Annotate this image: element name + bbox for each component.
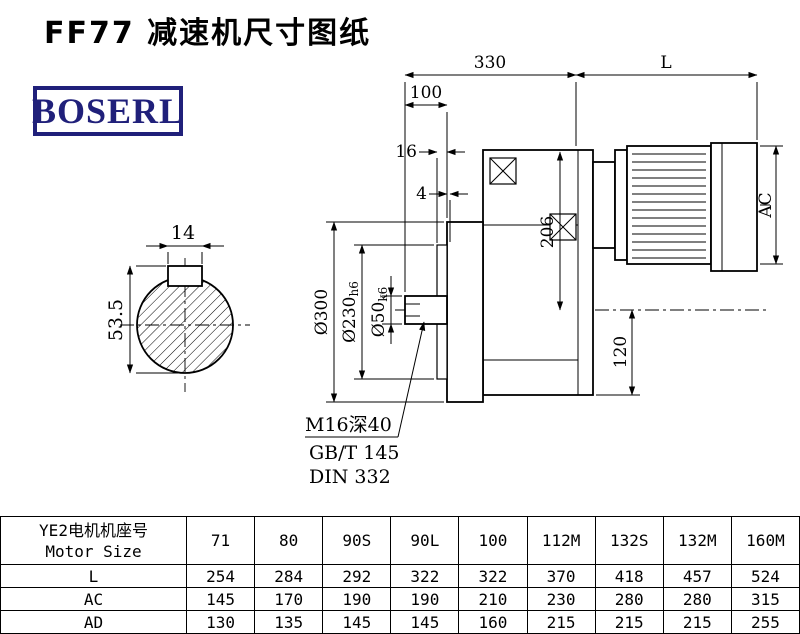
frame-size: 71 xyxy=(185,516,256,565)
dim-dia300: Ø300 xyxy=(312,221,444,403)
table-row-AD: AD 130 135 145 145 160 215 215 215 255 xyxy=(0,610,800,634)
dim-value: 145 xyxy=(185,587,256,611)
key xyxy=(167,265,203,287)
motor-flange xyxy=(614,149,628,261)
frame-size: 160M xyxy=(730,516,800,565)
dim-14-label: 14 xyxy=(171,222,195,244)
dim-120-label: 120 xyxy=(611,336,631,368)
dim-value: 135 xyxy=(254,610,324,634)
logo-text: BOSERL xyxy=(31,91,185,131)
reducer-dimension-drawing: 330 L 100 16 4 AC 206 120 xyxy=(105,53,783,488)
dim-value: 215 xyxy=(594,610,664,634)
dim-value: 210 xyxy=(458,587,528,611)
dim-value: 230 xyxy=(526,587,596,611)
dim-value: 524 xyxy=(730,564,800,588)
dim-value: 160 xyxy=(458,610,528,634)
row-label: AD xyxy=(0,610,187,634)
dim-value: 280 xyxy=(594,587,664,611)
dim-value: 145 xyxy=(322,610,392,634)
dim-value: 190 xyxy=(390,587,460,611)
dim-100: 100 xyxy=(404,83,448,218)
dim-value: 418 xyxy=(594,564,664,588)
dim-AC: AC xyxy=(756,145,783,265)
dim-value: 284 xyxy=(254,564,324,588)
dim-AC-label: AC xyxy=(756,192,776,218)
row-label: L xyxy=(0,564,187,588)
logo-box: BOSERL xyxy=(31,86,185,136)
dim-value: 170 xyxy=(254,587,324,611)
motor-size-label-en: Motor Size xyxy=(45,541,142,561)
dim-330-label: 330 xyxy=(474,53,506,73)
dim-value: 215 xyxy=(662,610,732,634)
dim-value: 190 xyxy=(322,587,392,611)
dim-value: 215 xyxy=(526,610,596,634)
dim-53-5-label: 53.5 xyxy=(105,299,127,341)
dim-dia50: Ø50k6 xyxy=(369,276,402,344)
motor-adapter xyxy=(592,161,616,249)
dim-value: 145 xyxy=(390,610,460,634)
dim-value: 457 xyxy=(662,564,732,588)
mounting-flange xyxy=(446,221,484,403)
motor-dimension-table: YE2电机机座号 Motor Size 71 80 90S 90L 100 11… xyxy=(0,516,800,634)
dim-value: 370 xyxy=(526,564,596,588)
dim-206: 206 xyxy=(538,151,564,311)
frame-size: 132S xyxy=(594,516,664,565)
dim-value: 292 xyxy=(322,564,392,588)
motor-size-label-cn: YE2电机机座号 xyxy=(39,520,148,540)
dim-dia300-label: Ø300 xyxy=(312,289,332,335)
dim-value: 315 xyxy=(730,587,800,611)
dim-16: 16 xyxy=(395,142,465,243)
note-gb-label: GB/T 145 xyxy=(309,442,400,464)
frame-size: 132M xyxy=(662,516,732,565)
note-thread-label: M16深40 xyxy=(305,414,392,436)
dim-120: 120 xyxy=(596,309,640,396)
dim-value: 254 xyxy=(185,564,256,588)
frame-size: 100 xyxy=(458,516,528,565)
frame-size: 80 xyxy=(254,516,324,565)
output-shaft xyxy=(404,295,448,325)
page-title: FF77 减速机尺寸图纸 xyxy=(44,16,372,51)
frame-size: 90L xyxy=(390,516,460,565)
table-row-AC: AC 145 170 190 190 210 230 280 280 315 xyxy=(0,587,800,611)
motor-fins xyxy=(632,153,706,259)
dim-dia230: Ø230h6 xyxy=(340,244,434,380)
dim-53-5: 53.5 xyxy=(105,265,183,374)
frame-size: 90S xyxy=(322,516,392,565)
dim-4-label: 4 xyxy=(416,184,427,204)
table-header-row: YE2电机机座号 Motor Size 71 80 90S 90L 100 11… xyxy=(0,516,800,565)
dim-206-label: 206 xyxy=(538,216,558,248)
dim-dia50-label: Ø50k6 xyxy=(369,287,390,337)
dim-value: 130 xyxy=(185,610,256,634)
motor xyxy=(592,142,758,272)
dim-4: 4 xyxy=(416,184,468,242)
gearbox-housing xyxy=(482,149,594,396)
oil-plug-top xyxy=(489,157,517,185)
dim-dia230-label: Ø230h6 xyxy=(340,281,361,343)
shaft-section-circle xyxy=(136,276,234,374)
fan-cover xyxy=(710,142,758,272)
dim-value: 255 xyxy=(730,610,800,634)
note-din-label: DIN 332 xyxy=(309,466,391,488)
motor-size-header: YE2电机机座号 Motor Size xyxy=(0,516,187,565)
dim-330-L: 330 L xyxy=(404,53,758,292)
dim-14: 14 xyxy=(146,222,224,264)
table-row-L: L 254 284 292 322 322 370 418 457 524 xyxy=(0,564,800,588)
dim-100-label: 100 xyxy=(410,83,442,103)
motor-body xyxy=(626,145,712,265)
dim-16-label: 16 xyxy=(395,142,417,162)
dim-value: 322 xyxy=(458,564,528,588)
row-label: AC xyxy=(0,587,187,611)
dim-L-label: L xyxy=(660,53,671,73)
dim-value: 322 xyxy=(390,564,460,588)
dim-value: 280 xyxy=(662,587,732,611)
frame-size: 112M xyxy=(526,516,596,565)
thread-note: M16深40 GB/T 145 DIN 332 xyxy=(305,321,426,488)
shaft-section-view xyxy=(136,265,234,374)
